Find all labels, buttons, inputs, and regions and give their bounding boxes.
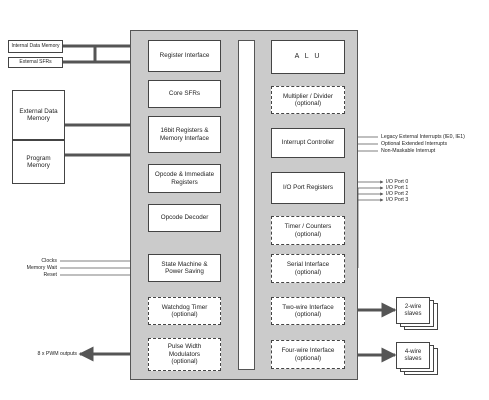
registers-16bit-block: 16bit Registers & Memory Interface: [148, 116, 221, 153]
multiplier-divider-label: Multiplier / Divider: [282, 92, 334, 100]
alu-block: A L U: [271, 40, 345, 74]
serial-optional-label: (optional): [294, 268, 322, 276]
two-wire-optional-label: (optional): [294, 311, 322, 318]
pwm-block: Pulse Width Modulators (optional): [148, 338, 221, 371]
opcode-decoder-label: Opcode Decoder: [160, 214, 209, 222]
interrupt-controller-block: Interrupt Controller: [271, 128, 345, 158]
two-wire-interface-label: Two-wire Interface: [282, 303, 334, 311]
four-wire-slaves-label: 4-wire slaves: [404, 348, 422, 362]
watchdog-timer-label: Watchdog Timer: [161, 303, 208, 311]
serial-interface-block: Serial Interface (optional): [271, 254, 345, 283]
interrupt-controller-label: Interrupt Controller: [281, 139, 335, 147]
internal-bus: [238, 40, 255, 370]
memory-wait-label: Memory Wait: [26, 265, 57, 271]
io-port-2-label: I/O Port 2: [386, 191, 409, 197]
external-sfrs-box: External SFRs: [8, 57, 63, 68]
external-data-memory-box: External Data Memory: [12, 90, 65, 140]
watchdog-optional-label: (optional): [171, 311, 198, 318]
legacy-interrupts-label: Legacy External Interrupts (IE0, IE1): [381, 134, 465, 140]
io-port-registers-block: I/O Port Registers: [271, 172, 345, 204]
four-wire-interface-label: Four-wire Interface: [281, 347, 335, 354]
reset-label: Reset: [43, 272, 57, 278]
core-sfrs-block: Core SFRs: [148, 80, 221, 108]
internal-data-memory-label: Internal Data Memory: [11, 42, 60, 49]
opcode-immediate-block: Opcode & Immediate Registers: [148, 164, 221, 193]
four-wire-interface-block: Four-wire Interface (optional): [271, 340, 345, 369]
pwm-optional-label: (optional): [171, 358, 198, 366]
two-wire-slaves-box: 2-wire slaves: [396, 297, 430, 324]
pwm-label: Pulse Width Modulators: [167, 343, 202, 358]
pwm-outputs-label: 8 x PWM outputs: [37, 351, 78, 357]
watchdog-timer-block: Watchdog Timer (optional): [148, 297, 221, 325]
register-interface-label: Register Interface: [159, 52, 210, 60]
state-machine-label: State Machine & Power Saving: [161, 260, 208, 276]
program-memory-label: Program Memory: [26, 154, 51, 170]
two-wire-slaves-label: 2-wire slaves: [404, 303, 422, 317]
io-port-registers-label: I/O Port Registers: [282, 184, 334, 192]
external-data-memory-label: External Data Memory: [19, 107, 58, 123]
optional-interrupts-label: Optional Extended Interrupts: [381, 141, 448, 147]
serial-interface-label: Serial Interface: [286, 261, 330, 268]
internal-data-memory-box: Internal Data Memory: [8, 40, 63, 53]
timer-counters-block: Timer / Counters (optional): [271, 216, 345, 245]
registers-16bit-label: 16bit Registers & Memory Interface: [160, 127, 209, 142]
opcode-immediate-label: Opcode & Immediate Registers: [154, 171, 215, 186]
alu-label: A L U: [294, 53, 322, 61]
multiplier-optional-label: (optional): [294, 100, 322, 107]
core-sfrs-label: Core SFRs: [168, 90, 201, 98]
external-sfrs-label: External SFRs: [19, 59, 52, 66]
register-interface-block: Register Interface: [148, 40, 221, 72]
io-port-3-label: I/O Port 3: [386, 197, 409, 203]
multiplier-divider-block: Multiplier / Divider (optional): [271, 86, 345, 114]
program-memory-box: Program Memory: [12, 140, 65, 184]
two-wire-interface-block: Two-wire Interface (optional): [271, 297, 345, 325]
timer-counters-label: Timer / Counters: [284, 223, 332, 230]
four-wire-slaves-box: 4-wire slaves: [396, 342, 430, 369]
nmi-label: Non-Maskable Interrupt: [381, 148, 436, 154]
state-machine-block: State Machine & Power Saving: [148, 254, 221, 282]
io-port-1-label: I/O Port 1: [386, 185, 409, 191]
clocks-label: Clocks: [41, 258, 57, 264]
timer-optional-label: (optional): [294, 230, 322, 238]
four-wire-optional-label: (optional): [294, 354, 322, 362]
opcode-decoder-block: Opcode Decoder: [148, 204, 221, 232]
io-port-0-label: I/O Port 0: [386, 179, 409, 185]
